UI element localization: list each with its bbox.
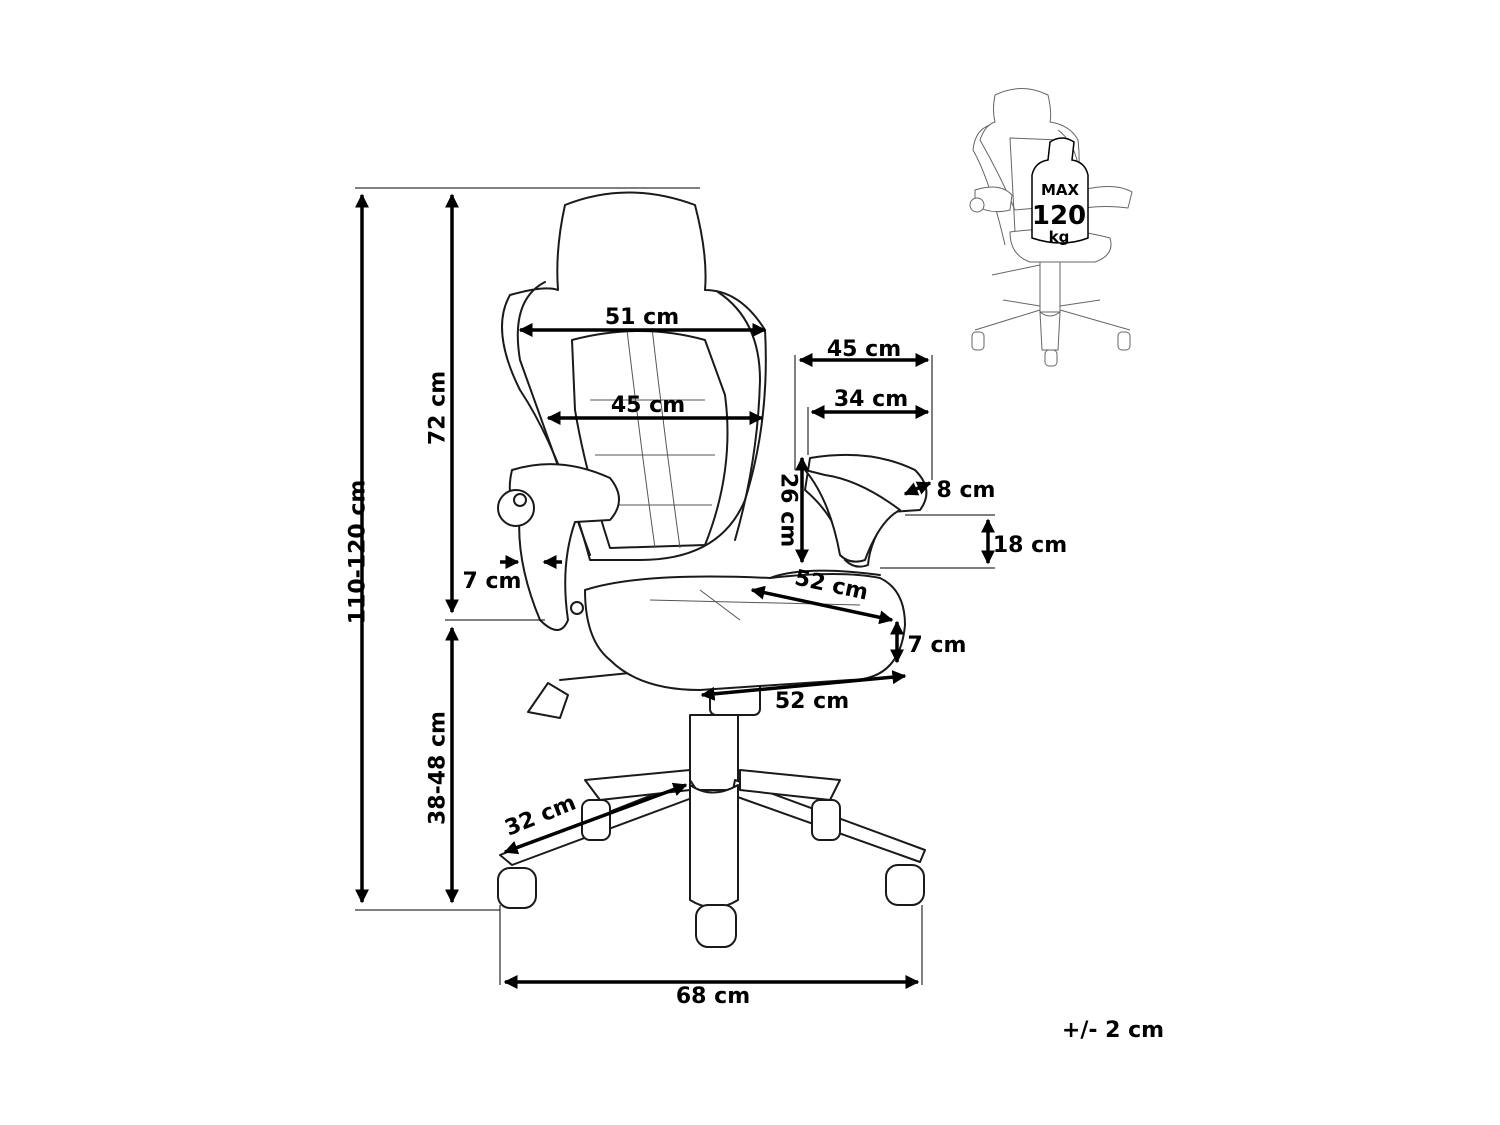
label-seat-thickness: 7 cm <box>908 633 967 658</box>
label-backrest-height: 72 cm <box>426 371 451 445</box>
label-shoulder-width: 51 cm <box>605 305 679 330</box>
max-load-illustration: MAX 120 kg <box>969 88 1133 367</box>
label-armrest-pad-width: 8 cm <box>937 478 996 503</box>
badge-value: 120 <box>1032 201 1086 231</box>
label-backrest-width: 45 cm <box>611 393 685 418</box>
dimension-labels: 110-120 cm 72 cm 38-48 cm 26 cm 51 cm 45… <box>346 305 1165 1043</box>
label-armrest-depth: 45 cm <box>827 337 901 362</box>
label-armrest-height: 26 cm <box>776 473 801 547</box>
tolerance-note: +/- 2 cm <box>1062 1018 1164 1043</box>
label-seat-width: 52 cm <box>775 689 849 714</box>
label-base-diameter: 68 cm <box>676 984 750 1009</box>
label-armrest-pad-length: 34 cm <box>834 387 908 412</box>
label-armrest-to-seat: 18 cm <box>993 533 1067 558</box>
dimension-lines <box>355 187 995 989</box>
label-total-height: 110-120 cm <box>346 480 371 625</box>
badge-unit: kg <box>1049 228 1070 246</box>
badge-max: MAX <box>1041 181 1080 199</box>
chair-drawing <box>497 191 928 948</box>
label-seat-height: 38-48 cm <box>426 711 451 825</box>
label-armrest-gap: 7 cm <box>463 569 522 594</box>
